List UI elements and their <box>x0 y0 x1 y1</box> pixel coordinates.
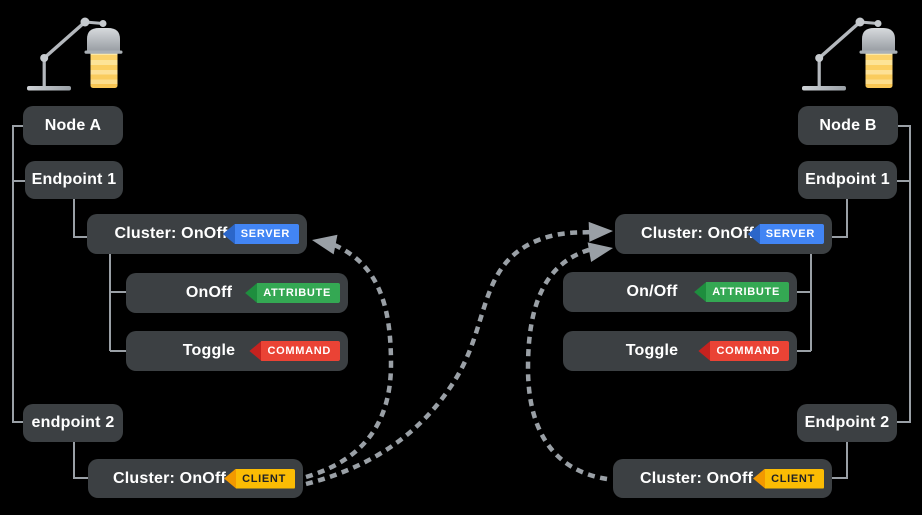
binding-client-b-to-server-b <box>525 246 608 482</box>
node-b-box: Node B <box>798 106 898 145</box>
command-badge: COMMAND <box>698 341 789 361</box>
node-b-command-label: Toggle <box>625 342 679 359</box>
arrowhead-to-server-b-top <box>588 221 613 242</box>
client-badge: CLIENT <box>224 468 295 489</box>
attribute-badge: ATTRIBUTE <box>245 283 340 303</box>
node-b-cluster-server-box: Cluster: OnOff SERVER <box>615 214 832 254</box>
server-badge: SERVER <box>747 224 824 244</box>
client-badge: CLIENT <box>753 468 824 489</box>
binding-client-a-to-server-b <box>305 229 593 487</box>
binding-client-a-to-server-a <box>305 241 394 480</box>
node-a-endpoint-2-label: endpoint 2 <box>31 414 115 431</box>
node-b-command-box: Toggle COMMAND <box>563 331 797 371</box>
node-a-tree-lines <box>12 125 126 479</box>
node-a-endpoint-2-box: endpoint 2 <box>23 404 123 442</box>
node-b-endpoint-1-label: Endpoint 1 <box>805 171 890 188</box>
node-b-endpoint-2-box: Endpoint 2 <box>797 404 897 442</box>
command-badge: COMMAND <box>249 341 340 361</box>
node-b-tree-lines <box>797 125 911 479</box>
node-a-attribute-box: OnOff ATTRIBUTE <box>126 273 348 313</box>
node-a-command-box: Toggle COMMAND <box>126 331 348 371</box>
node-a-cluster-client-box: Cluster: OnOff CLIENT <box>88 459 303 498</box>
attribute-badge: ATTRIBUTE <box>694 282 789 302</box>
node-a-cluster-server-box: Cluster: OnOff SERVER <box>87 214 307 254</box>
node-a-attribute-label: OnOff <box>185 284 233 301</box>
node-a-endpoint-1-label: Endpoint 1 <box>31 171 117 188</box>
node-b-cluster-server-label: Cluster: OnOff <box>640 225 755 242</box>
server-badge: SERVER <box>222 224 299 244</box>
desk-lamp-icon <box>800 15 900 93</box>
node-a-label: Node A <box>44 116 102 134</box>
node-b-endpoint-1-box: Endpoint 1 <box>798 161 897 199</box>
node-a-endpoint-1-box: Endpoint 1 <box>25 161 123 199</box>
node-b-attribute-label: On/Off <box>626 283 678 300</box>
node-a-cluster-client-label: Cluster: OnOff <box>112 469 227 487</box>
node-a-command-label: Toggle <box>182 342 236 359</box>
node-b-cluster-client-label: Cluster: OnOff <box>639 469 754 487</box>
node-a-cluster-server-label: Cluster: OnOff <box>114 225 228 242</box>
arrowhead-to-server-b-bottom <box>587 242 613 263</box>
node-b-cluster-client-box: Cluster: OnOff CLIENT <box>613 459 832 498</box>
node-b-label: Node B <box>819 116 877 134</box>
node-b-attribute-box: On/Off ATTRIBUTE <box>563 272 797 312</box>
node-b-endpoint-2-label: Endpoint 2 <box>804 414 890 431</box>
node-a-box: Node A <box>23 106 123 145</box>
desk-lamp-icon <box>25 15 125 93</box>
arrowhead-to-server-a <box>312 234 338 255</box>
